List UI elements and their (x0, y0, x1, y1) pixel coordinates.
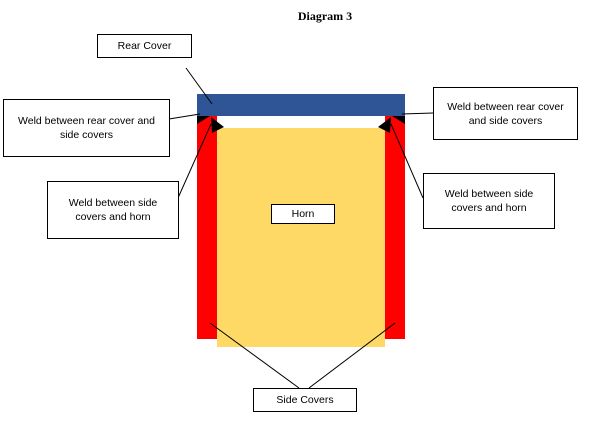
weld-rear-right-leader (401, 112, 434, 115)
label-side-covers: Side Covers (253, 388, 357, 412)
weld-side-right-leader (390, 123, 424, 199)
label-weld-side-right: Weld between side covers and horn (423, 173, 555, 229)
label-weld-side-left: Weld between side covers and horn (47, 181, 179, 239)
rear-cover-leader (185, 67, 213, 105)
side-cover-right (385, 116, 405, 339)
weld-side-left-leader (177, 123, 212, 199)
label-weld-rear-right: Weld between rear cover and side covers (433, 87, 578, 140)
horn-shape (217, 128, 385, 347)
weld-mark-rear-right (392, 116, 405, 124)
weld-mark-side-left (211, 117, 224, 133)
diagram-title: Diagram 3 (297, 9, 353, 23)
weld-mark-rear-left (197, 116, 210, 124)
label-rear-cover: Rear Cover (97, 34, 192, 58)
label-weld-rear-left: Weld between rear cover and side covers (3, 99, 170, 157)
side-covers-leader-left (209, 322, 300, 389)
label-horn: Horn (271, 204, 335, 224)
rear-cover-shape (197, 94, 405, 116)
side-cover-left (197, 116, 217, 339)
weld-mark-side-right (378, 117, 391, 133)
weld-rear-left-leader (168, 113, 201, 120)
side-covers-leader-right (308, 322, 396, 389)
